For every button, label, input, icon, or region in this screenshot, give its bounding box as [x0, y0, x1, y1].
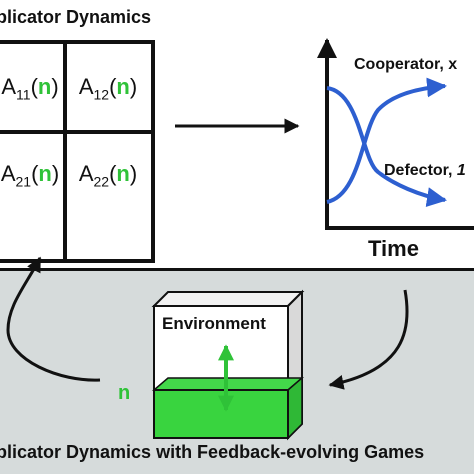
- matrix-divider-horizontal: [0, 130, 151, 134]
- n-label: n: [118, 382, 131, 404]
- environment-label: Environment: [162, 314, 266, 333]
- plot-xlabel: Time: [368, 236, 419, 261]
- top-panel: [0, 0, 474, 268]
- payoff-matrix: A11(n) A12(n) A21(n) A22(n): [0, 40, 155, 263]
- top-panel-title: eplicator Dynamics: [0, 7, 152, 27]
- defector-label: Defector, 1: [384, 162, 466, 179]
- cooperator-curve: [326, 77, 447, 204]
- feedback-arrow-left: [6, 256, 101, 382]
- feedback-arrow-right: [328, 289, 409, 390]
- cooperator-label: Cooperator, x: [354, 56, 458, 73]
- matrix-cell-a21: A21(n): [0, 161, 60, 190]
- matrix-divider-vertical: [63, 44, 67, 259]
- environment-box-top: [151, 291, 305, 307]
- matrix-cell-a11: A11(n): [1, 74, 59, 103]
- bottom-panel-title: eplicator Dynamics with Feedback-evolvin…: [0, 442, 425, 462]
- matrix-cell-a22: A22(n): [78, 161, 138, 190]
- matrix-cell-a12: A12(n): [78, 74, 138, 103]
- environment-level-fill: [153, 389, 289, 439]
- defector-curve: [326, 86, 447, 208]
